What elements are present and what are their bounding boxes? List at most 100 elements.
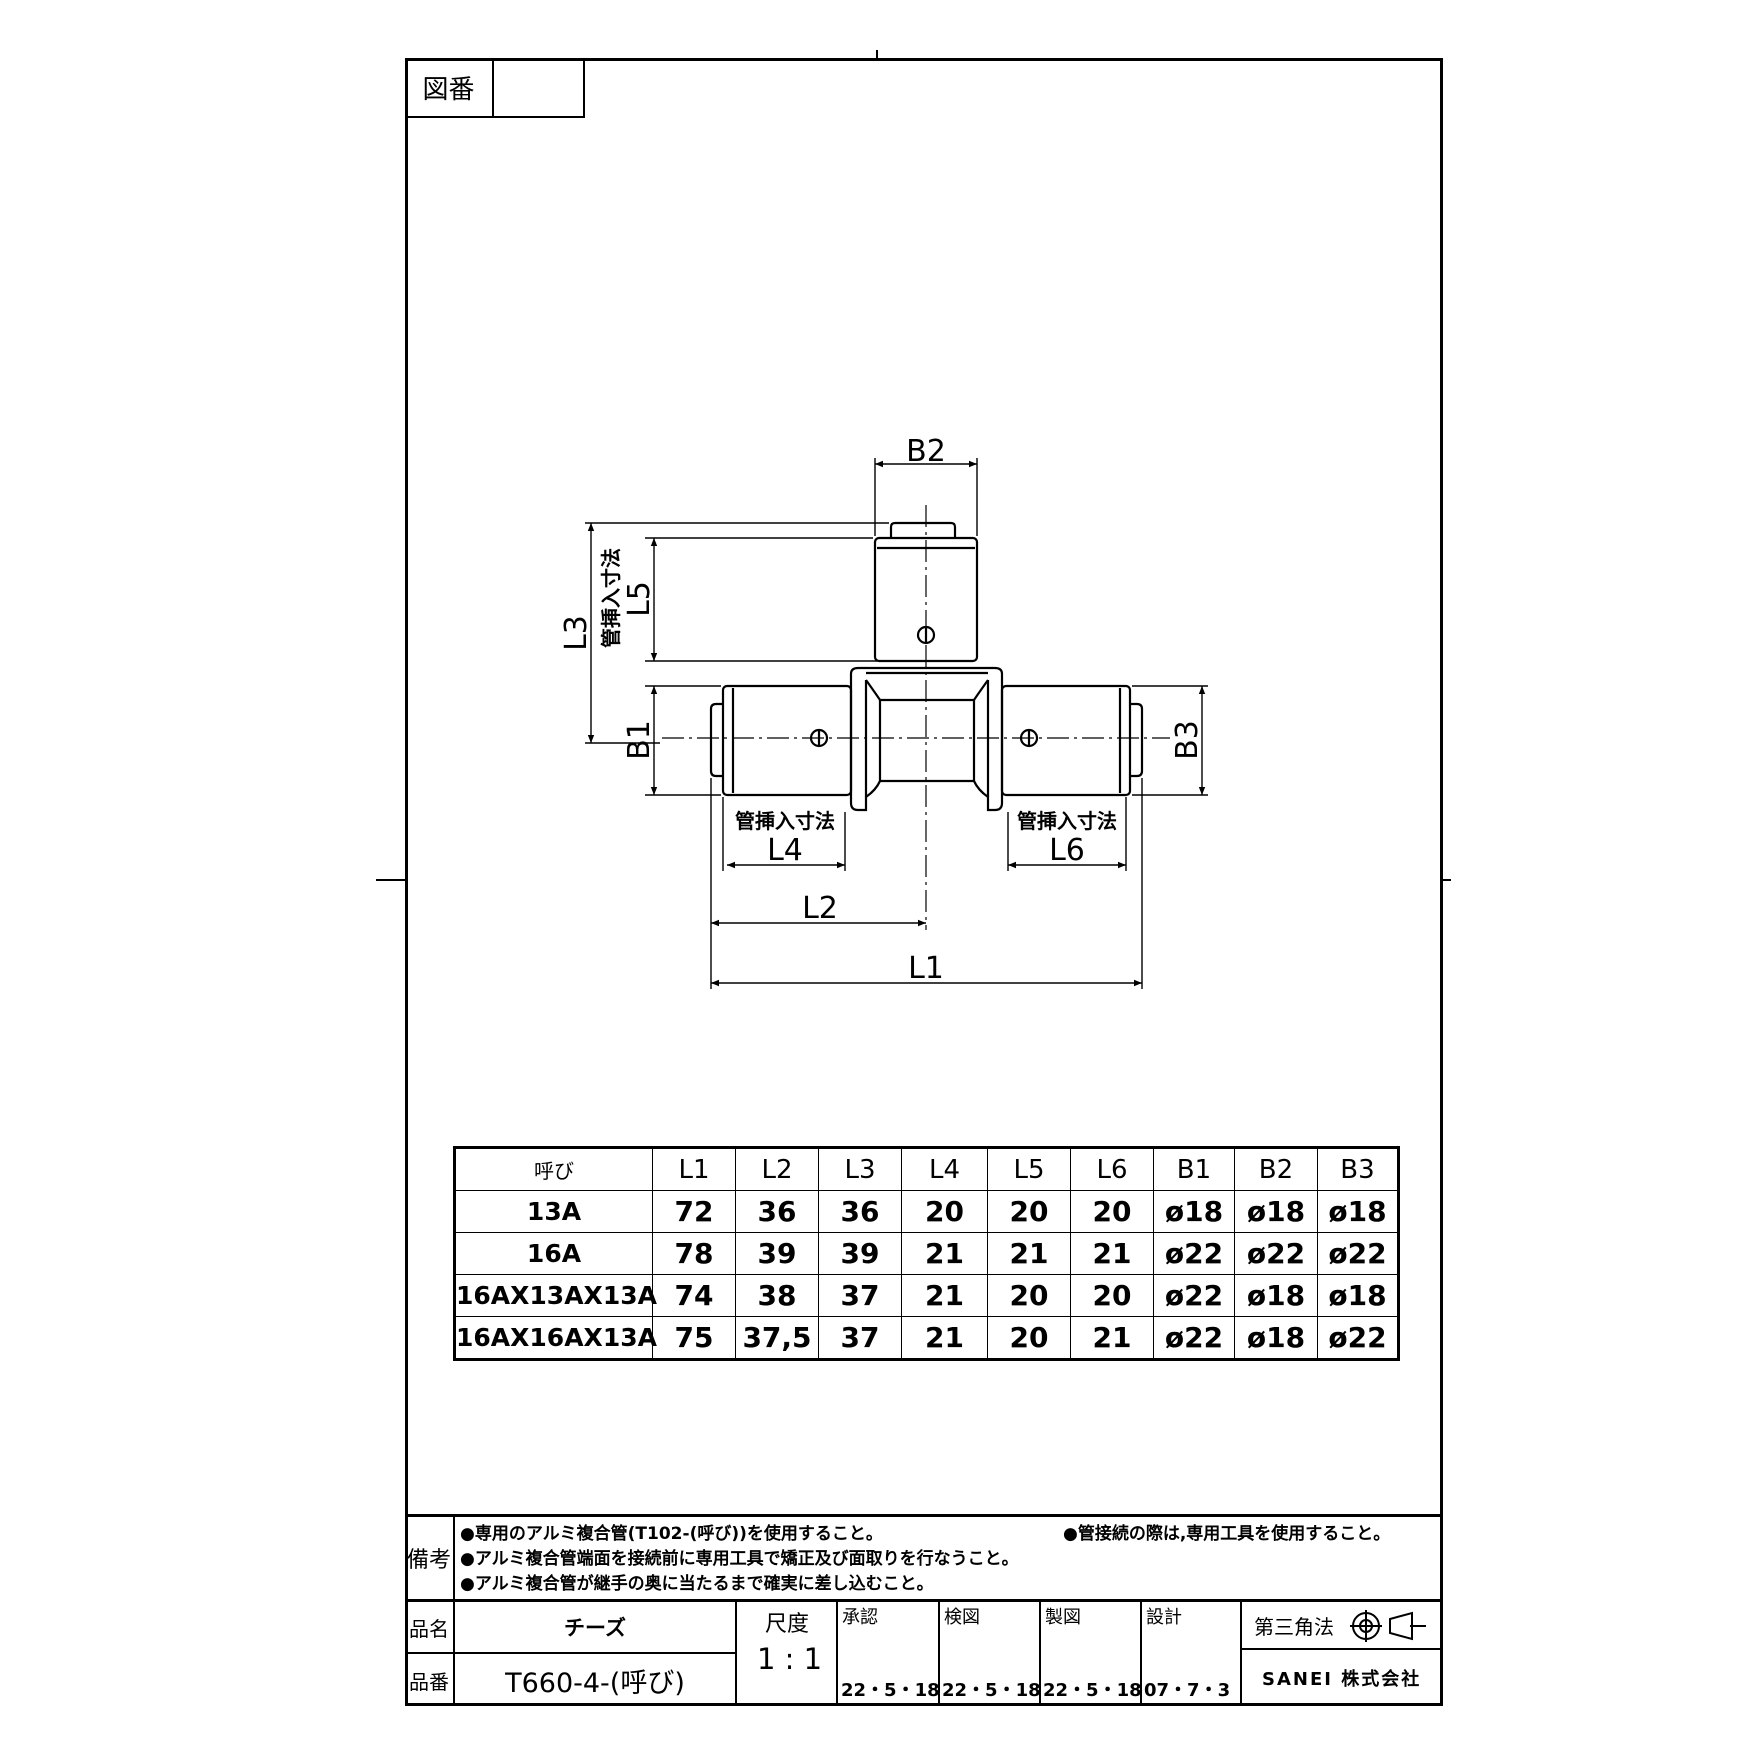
table-cell: 20 bbox=[1070, 1274, 1154, 1317]
table-cell: ø18 bbox=[1153, 1190, 1235, 1233]
check-label: 検図 bbox=[944, 1607, 980, 1628]
header-b1: B1 bbox=[1153, 1147, 1235, 1191]
table-row: 16AX16AX13A 75 37,5 37 21 20 21 ø22 ø18 … bbox=[454, 1316, 1399, 1360]
remark-right-note: ●管接続の際は,専用工具を使用すること。 bbox=[1063, 1524, 1391, 1544]
table-cell: ø22 bbox=[1317, 1316, 1399, 1360]
table-cell: 37,5 bbox=[735, 1316, 819, 1360]
design-label: 設計 bbox=[1146, 1607, 1182, 1628]
name-label: 品名 bbox=[405, 1602, 455, 1654]
design-date: 07・7・3 bbox=[1144, 1680, 1231, 1701]
company-name: SANEI 株式会社 bbox=[1262, 1669, 1422, 1690]
draft-date: 22・5・18 bbox=[1043, 1680, 1142, 1701]
projection-cell bbox=[1242, 1602, 1443, 1650]
table-cell: ø22 bbox=[1153, 1232, 1235, 1275]
center-mark-top bbox=[876, 50, 878, 59]
table-row: 16AX13AX13A 74 38 37 21 20 20 ø22 ø18 ø1… bbox=[454, 1274, 1399, 1317]
table-cell: 75 bbox=[652, 1316, 736, 1360]
draft-label: 製図 bbox=[1045, 1607, 1081, 1628]
header-l5: L5 bbox=[987, 1147, 1071, 1191]
header-b3: B3 bbox=[1317, 1147, 1399, 1191]
table-cell: 21 bbox=[901, 1316, 988, 1360]
dimension-table: 呼び L1 L2 L3 L4 L5 L6 B1 B2 B3 13A 72 36 … bbox=[453, 1146, 1400, 1361]
remark-line-3: ●アルミ複合管が継手の奥に当たるまで確実に差し込むこと。 bbox=[460, 1574, 934, 1594]
table-cell: 21 bbox=[901, 1274, 988, 1317]
remarks-label: 備考 bbox=[405, 1514, 455, 1602]
approval-cell-2 bbox=[940, 1602, 1041, 1706]
center-mark-left bbox=[376, 879, 405, 881]
scale-value: 1 : 1 bbox=[757, 1642, 823, 1676]
drawing-number-label: 図番 bbox=[405, 58, 494, 118]
approval-date: 22・5・18 bbox=[841, 1680, 940, 1701]
table-cell: ø18 bbox=[1234, 1190, 1318, 1233]
product-number: T660-4-(呼び) bbox=[455, 1654, 737, 1706]
table-cell: 20 bbox=[987, 1274, 1071, 1317]
table-cell: ø18 bbox=[1234, 1316, 1318, 1360]
product-name: チーズ bbox=[455, 1602, 737, 1654]
dim-label-b1: B1 bbox=[622, 720, 657, 760]
dim-label-l6: L6 bbox=[1049, 833, 1085, 868]
header-b2: B2 bbox=[1234, 1147, 1318, 1191]
table-cell: 20 bbox=[987, 1316, 1071, 1360]
dim-label-l3: L3 bbox=[559, 615, 594, 651]
table-cell: 21 bbox=[901, 1232, 988, 1275]
insertion-label-left: 管挿入寸法 bbox=[735, 809, 835, 833]
table-cell: ø22 bbox=[1234, 1232, 1318, 1275]
third-angle-projection-icon bbox=[1350, 1610, 1426, 1642]
header-l6: L6 bbox=[1070, 1147, 1154, 1191]
header-name: 呼び bbox=[454, 1147, 653, 1191]
insertion-label-right: 管挿入寸法 bbox=[1017, 809, 1117, 833]
dim-label-l1: L1 bbox=[908, 951, 944, 986]
table-cell: 39 bbox=[818, 1232, 902, 1275]
table-row: 16A 78 39 39 21 21 21 ø22 ø22 ø22 bbox=[454, 1232, 1399, 1275]
dim-label-l4: L4 bbox=[767, 833, 803, 868]
approval-cell-3 bbox=[1041, 1602, 1142, 1706]
table-row: 13A 72 36 36 20 20 20 ø18 ø18 ø18 bbox=[454, 1190, 1399, 1233]
table-cell: 74 bbox=[652, 1274, 736, 1317]
table-cell: 37 bbox=[818, 1274, 902, 1317]
table-cell: 21 bbox=[1070, 1232, 1154, 1275]
center-mark-right bbox=[1443, 879, 1451, 881]
table-cell: 21 bbox=[1070, 1316, 1154, 1360]
scale-label: 尺度 bbox=[765, 1612, 810, 1637]
approval-label: 承認 bbox=[842, 1607, 878, 1628]
check-date: 22・5・18 bbox=[942, 1680, 1041, 1701]
scale-cell bbox=[737, 1602, 838, 1706]
insertion-label-top: 管挿入寸法 bbox=[599, 548, 623, 648]
approval-cell-1 bbox=[838, 1602, 940, 1706]
dim-label-b2: B2 bbox=[906, 434, 946, 469]
number-label: 品番 bbox=[405, 1654, 455, 1706]
header-l4: L4 bbox=[901, 1147, 988, 1191]
table-cell: 36 bbox=[818, 1190, 902, 1233]
drawing-number-value bbox=[494, 58, 585, 118]
header-l1: L1 bbox=[652, 1147, 736, 1191]
dim-label-l2: L2 bbox=[802, 891, 838, 926]
table-cell: 16A bbox=[454, 1232, 653, 1275]
header-l2: L2 bbox=[735, 1147, 819, 1191]
remark-line-1: ●専用のアルミ複合管(T102-(呼び))を使用すること。 bbox=[460, 1524, 883, 1544]
header-l3: L3 bbox=[818, 1147, 902, 1191]
table-cell: ø22 bbox=[1317, 1232, 1399, 1275]
dim-label-l5: L5 bbox=[622, 581, 657, 617]
table-cell: 38 bbox=[735, 1274, 819, 1317]
table-cell: ø18 bbox=[1317, 1190, 1399, 1233]
table-cell: 78 bbox=[652, 1232, 736, 1275]
table-cell: 36 bbox=[735, 1190, 819, 1233]
table-cell: ø22 bbox=[1153, 1316, 1235, 1360]
table-cell: 39 bbox=[735, 1232, 819, 1275]
table-cell: 16AX13AX13A bbox=[454, 1274, 657, 1317]
table-cell: 72 bbox=[652, 1190, 736, 1233]
approval-cell-4 bbox=[1142, 1602, 1242, 1706]
table-cell: 20 bbox=[901, 1190, 988, 1233]
table-cell: ø22 bbox=[1153, 1274, 1235, 1317]
drawing-sheet bbox=[405, 58, 1443, 1706]
table-header-row: 呼び L1 L2 L3 L4 L5 L6 B1 B2 B3 bbox=[454, 1147, 1399, 1191]
remark-line-2: ●アルミ複合管端面を接続前に専用工具で矯正及び面取りを行なうこと。 bbox=[460, 1549, 1019, 1569]
table-cell: 21 bbox=[987, 1232, 1071, 1275]
dim-label-b3: B3 bbox=[1170, 720, 1205, 760]
table-cell: 13A bbox=[454, 1190, 653, 1233]
table-cell: 20 bbox=[987, 1190, 1071, 1233]
table-cell: 37 bbox=[818, 1316, 902, 1360]
table-cell: ø18 bbox=[1234, 1274, 1318, 1317]
table-cell: 20 bbox=[1070, 1190, 1154, 1233]
